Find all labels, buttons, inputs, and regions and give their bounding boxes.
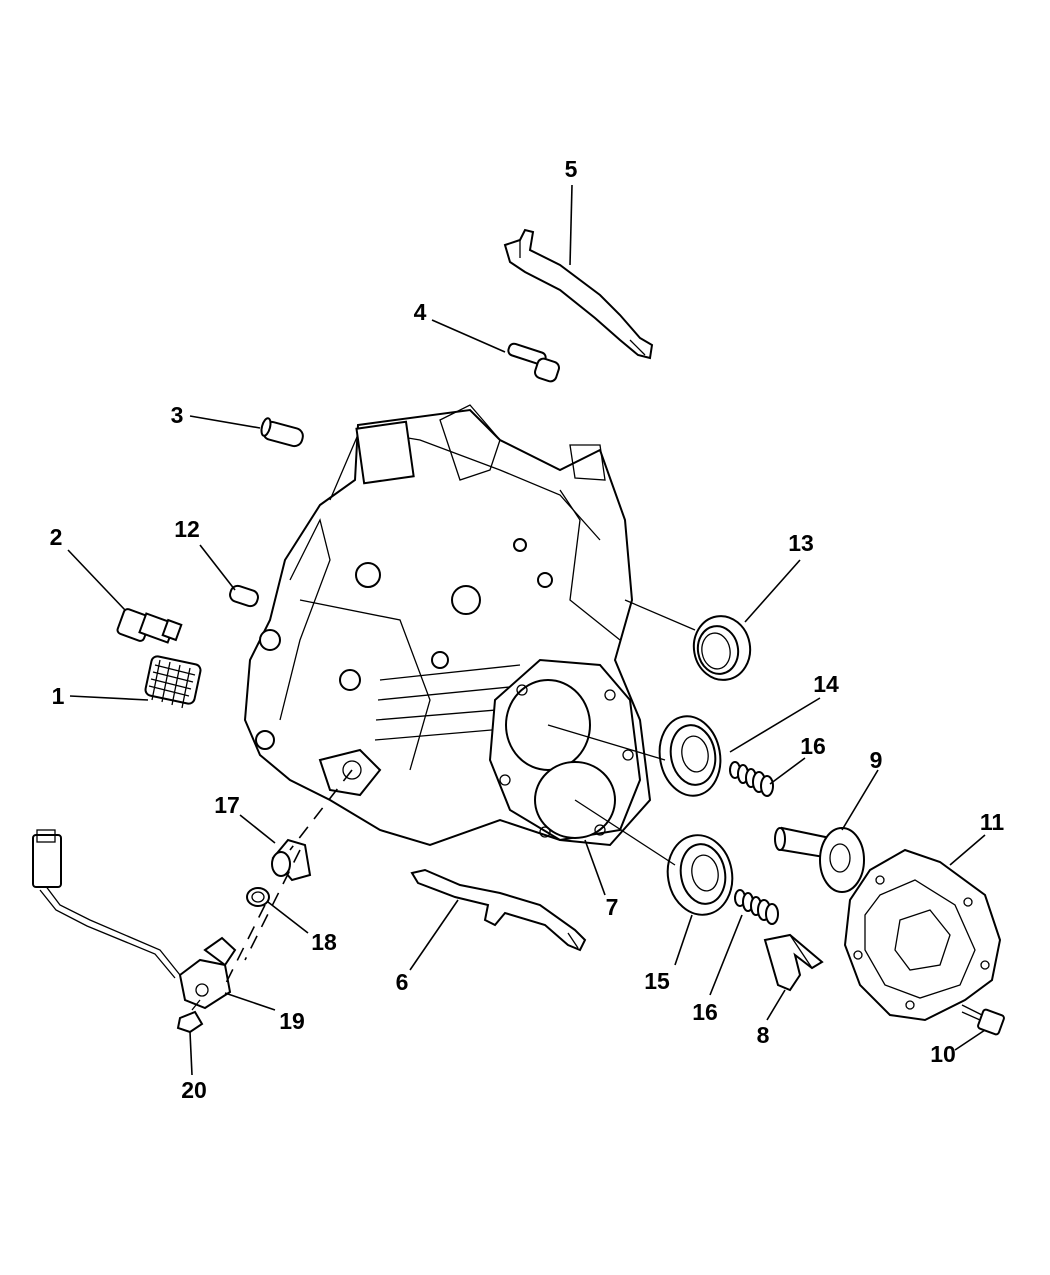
shift-rail-lower-part[interactable] bbox=[410, 868, 587, 952]
callout-12: 12 bbox=[174, 516, 200, 542]
shaft-part[interactable] bbox=[774, 826, 865, 893]
shift-rail-upper-part[interactable] bbox=[503, 228, 654, 360]
cover-plate-part[interactable] bbox=[843, 848, 1002, 1022]
callout-4: 4 bbox=[414, 299, 427, 325]
callout-13: 13 bbox=[788, 530, 814, 556]
callout-20: 20 bbox=[181, 1077, 207, 1103]
callout-18: 18 bbox=[311, 929, 337, 955]
callout-9: 9 bbox=[870, 747, 883, 773]
callouts: 1 2 3 4 5 6 7 8 9 10 11 12 13 14 15 16 1… bbox=[50, 156, 1005, 1103]
spring-upper-part[interactable] bbox=[729, 761, 774, 797]
dowel-part[interactable] bbox=[228, 584, 260, 608]
dowel-pin-part[interactable] bbox=[260, 417, 305, 448]
callout-10: 10 bbox=[930, 1041, 956, 1067]
speed-sensor-part[interactable] bbox=[32, 829, 237, 1010]
bearing-lower-part[interactable] bbox=[662, 830, 739, 920]
callout-5: 5 bbox=[565, 156, 578, 182]
screw-part[interactable] bbox=[176, 999, 204, 1034]
callout-19: 19 bbox=[279, 1008, 305, 1034]
callout-2: 2 bbox=[50, 524, 63, 550]
callout-15: 15 bbox=[644, 968, 670, 994]
bolt-part[interactable] bbox=[961, 1004, 1005, 1036]
switch-part[interactable] bbox=[116, 608, 183, 644]
seal-part[interactable] bbox=[689, 612, 755, 685]
o-ring-part[interactable] bbox=[246, 887, 270, 907]
spring-lower-part[interactable] bbox=[734, 889, 779, 925]
bearing-upper-part[interactable] bbox=[654, 711, 727, 800]
callout-16-lower: 16 bbox=[692, 999, 718, 1025]
transaxle-case[interactable] bbox=[243, 404, 652, 847]
filter-screen-part[interactable] bbox=[144, 655, 202, 709]
leader-lines bbox=[67, 184, 986, 1076]
callout-11: 11 bbox=[980, 809, 1005, 835]
callout-16-upper: 16 bbox=[800, 733, 826, 759]
sleeve-part[interactable] bbox=[271, 838, 312, 882]
callout-14: 14 bbox=[813, 671, 839, 697]
callout-1: 1 bbox=[52, 683, 65, 709]
callout-7: 7 bbox=[606, 894, 619, 920]
callout-6: 6 bbox=[396, 969, 409, 995]
callout-8: 8 bbox=[757, 1022, 770, 1048]
clip-part[interactable] bbox=[763, 933, 824, 992]
callout-3: 3 bbox=[171, 402, 184, 428]
pivot-pin-part[interactable] bbox=[507, 342, 560, 383]
callout-17: 17 bbox=[214, 792, 240, 818]
